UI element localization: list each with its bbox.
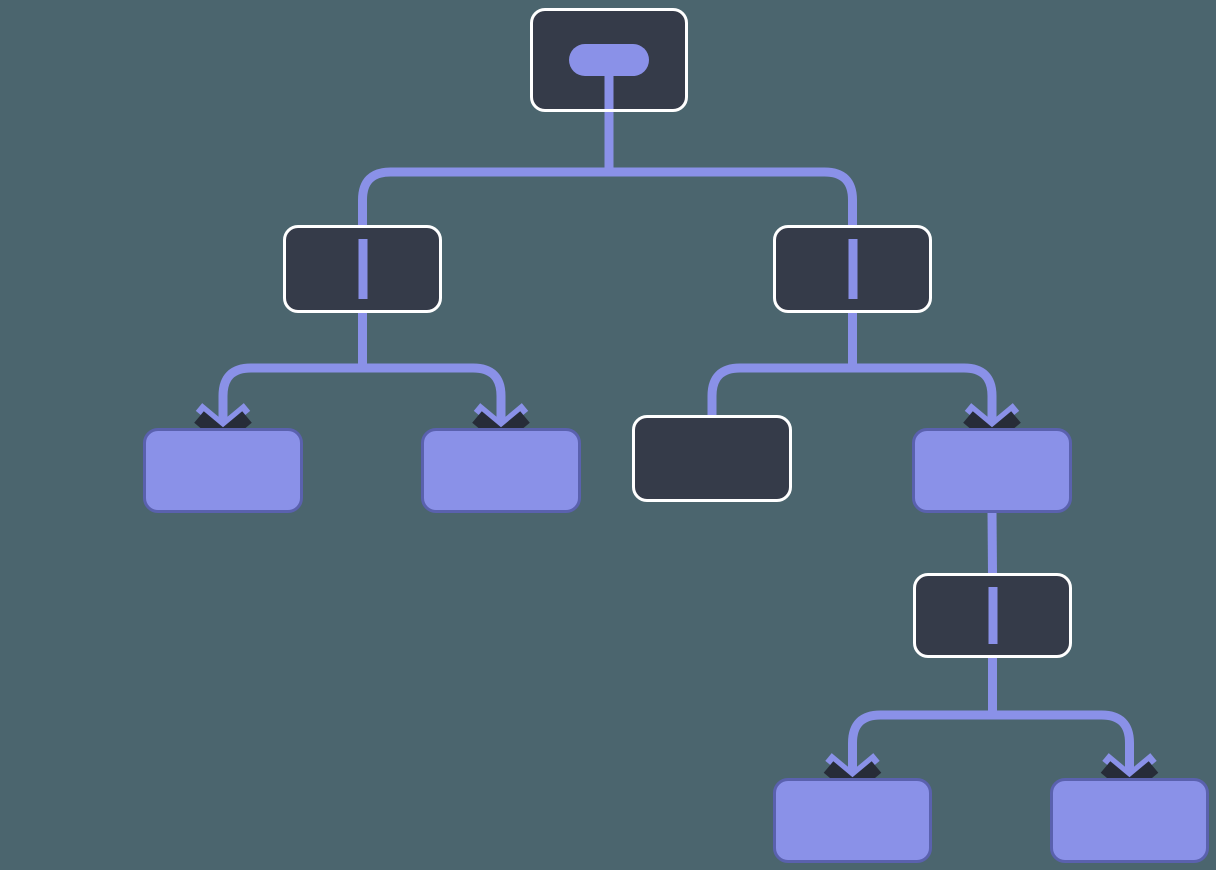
node-leaf-1[interactable] <box>143 428 303 513</box>
edge-line <box>848 710 993 774</box>
arrowhead-chevron-purple <box>825 753 880 784</box>
node-leaf-2[interactable] <box>421 428 581 513</box>
edge-line <box>358 167 609 226</box>
edge-line <box>362 363 506 424</box>
node-leaf-3[interactable] <box>773 778 932 863</box>
node-node-mid[interactable] <box>632 415 792 502</box>
edge-line <box>987 511 997 575</box>
arrowhead-chevron-purple <box>195 403 251 434</box>
arrowhead-chevron-purple <box>964 403 1020 434</box>
node-placeholder-bar <box>848 239 857 299</box>
root-placeholder-stem <box>604 73 614 109</box>
arrowhead-chevron-purple <box>1102 753 1157 784</box>
node-branch-lower[interactable] <box>913 573 1072 658</box>
node-node-collect[interactable] <box>912 428 1072 513</box>
root-placeholder-pill <box>569 44 649 76</box>
node-placeholder-bar <box>358 239 367 299</box>
edge-line <box>218 363 363 424</box>
edge-line <box>992 710 1134 774</box>
edge-line <box>609 167 857 226</box>
edge-line <box>707 363 853 416</box>
node-leaf-4[interactable] <box>1050 778 1209 863</box>
node-placeholder-bar <box>988 587 997 644</box>
node-branch-right[interactable] <box>773 225 932 313</box>
node-branch-left[interactable] <box>283 225 442 313</box>
arrowhead-chevron-purple <box>473 403 529 434</box>
edge-line <box>852 363 997 424</box>
node-root[interactable] <box>530 8 688 112</box>
